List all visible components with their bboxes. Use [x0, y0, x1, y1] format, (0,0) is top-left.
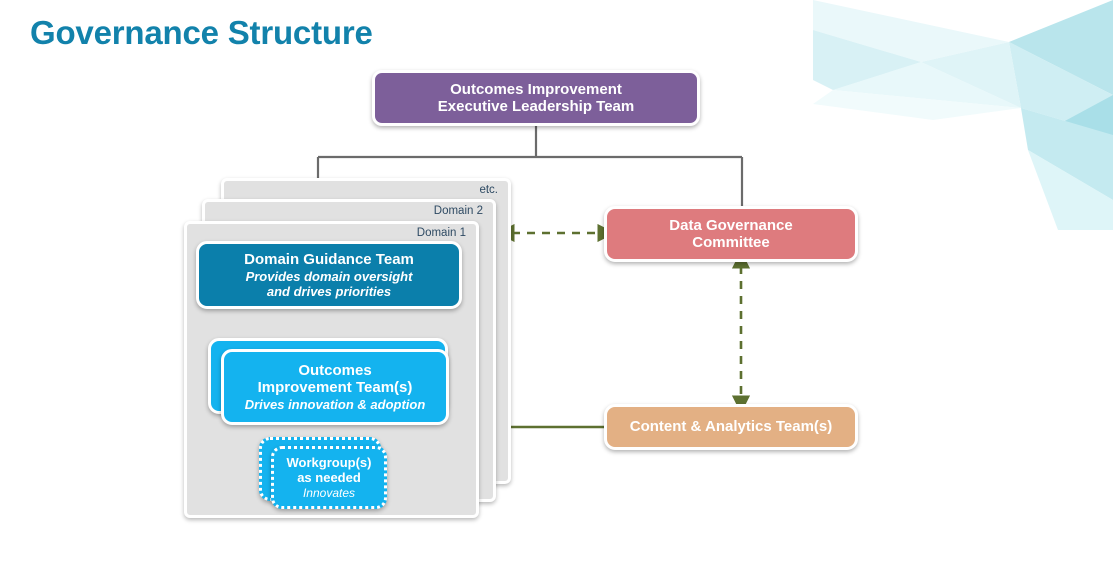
content-analytics-label: Content & Analytics Team(s) [629, 418, 833, 436]
outcomes-team-line2: Improvement Team(s) [257, 379, 413, 397]
outcomes-team-sub: Drives innovation & adoption [244, 396, 426, 412]
node-executive-leadership-team[interactable]: Outcomes Improvement Executive Leadershi… [372, 70, 700, 126]
domain-guidance-title: Domain Guidance Team [244, 251, 414, 269]
data-governance-line2: Committee [692, 234, 770, 251]
workgroups-line2: as needed [297, 470, 361, 486]
workgroups-line1: Workgroup(s) [286, 455, 372, 471]
data-governance-line1: Data Governance [669, 216, 793, 234]
domain-guidance-sub-line1: Provides domain oversight [245, 268, 413, 284]
domain-card-label-domain-2: Domain 2 [433, 205, 483, 217]
outcomes-team-line1: Outcomes [298, 362, 372, 380]
domain-card-label-domain-1: Domain 1 [416, 227, 466, 239]
node-content-analytics-team[interactable]: Content & Analytics Team(s) [604, 404, 858, 450]
domain-card-label-etc: etc. [479, 184, 498, 196]
exec-team-line1: Outcomes Improvement [450, 80, 622, 98]
domain-guidance-sub-line2: and drives priorities [266, 283, 392, 299]
node-workgroups[interactable]: Workgroup(s) as needed Innovates [271, 446, 387, 509]
triangular-background-pattern [813, 0, 1113, 230]
node-data-governance-committee[interactable]: Data Governance Committee [604, 206, 858, 262]
workgroups-sub: Innovates [302, 485, 356, 500]
page-title: Governance Structure [30, 14, 373, 51]
node-outcomes-improvement-team[interactable]: Outcomes Improvement Team(s) Drives inno… [221, 349, 449, 425]
node-domain-guidance-team[interactable]: Domain Guidance Team Provides domain ove… [196, 241, 462, 309]
exec-team-line2: Executive Leadership Team [437, 98, 635, 115]
